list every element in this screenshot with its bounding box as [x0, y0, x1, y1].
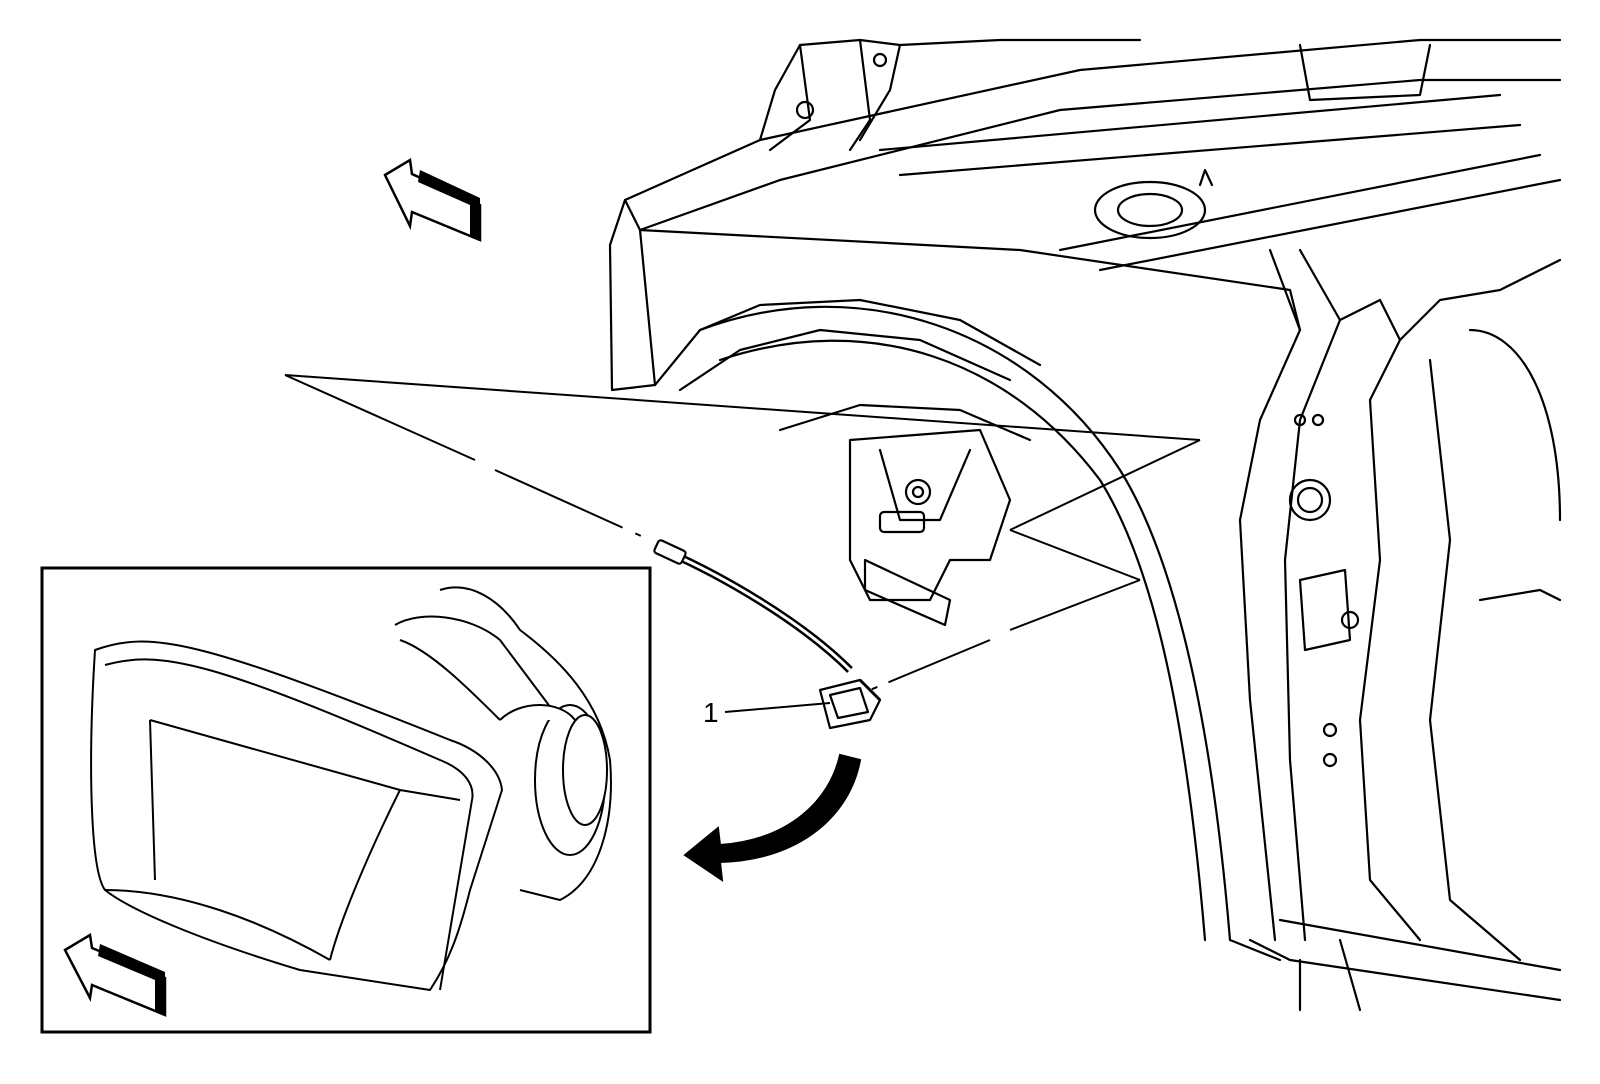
body-structure — [608, 38, 1562, 1012]
forward-arrow-icon — [63, 932, 167, 1017]
lamp-lens-detail — [90, 586, 612, 991]
curved-arrow-icon — [683, 753, 862, 883]
callout-label-1: 1 — [703, 697, 719, 728]
side-marker-lamp — [653, 539, 882, 730]
forward-arrow-icon — [383, 157, 482, 242]
callout-1: 1 — [703, 697, 831, 728]
detail-inset — [40, 566, 652, 1034]
exploded-view-lines — [284, 374, 1201, 691]
